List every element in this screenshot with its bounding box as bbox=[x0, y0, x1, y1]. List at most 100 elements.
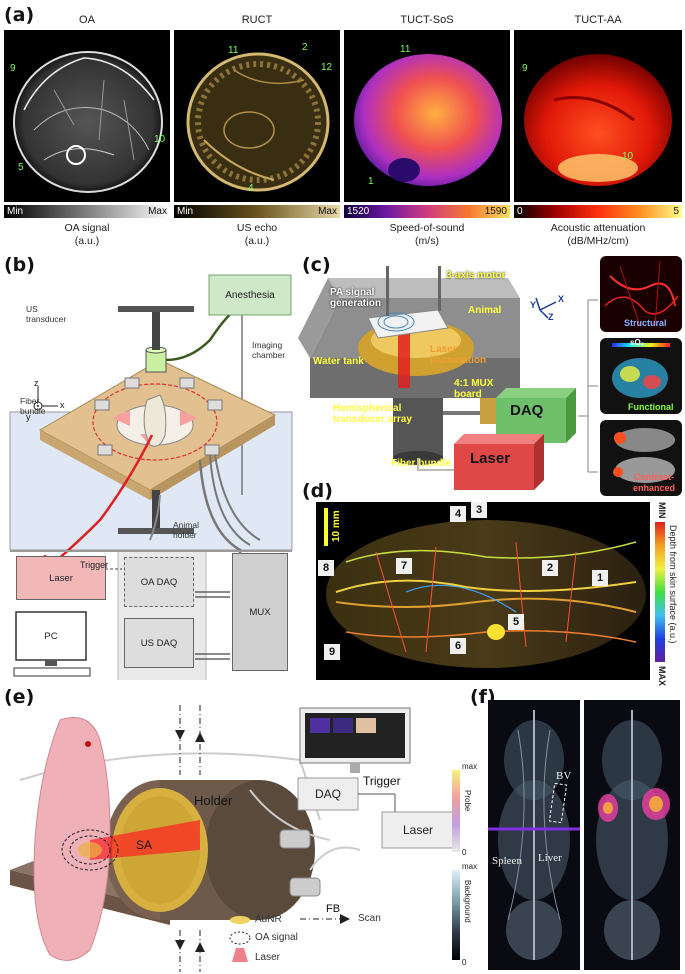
panel-e-label: (e) bbox=[4, 686, 35, 708]
sa-label: SA bbox=[136, 838, 153, 852]
oa-title: OA bbox=[79, 14, 95, 26]
laser-box: Laser bbox=[16, 556, 106, 600]
axis-y-label: y bbox=[26, 412, 31, 422]
f-left-graphic bbox=[488, 710, 580, 960]
panel-c-diagram bbox=[298, 266, 598, 490]
animal-label: Animal bbox=[468, 305, 502, 316]
panel-e-diagram bbox=[10, 705, 455, 972]
us-transducer-label: US transducer bbox=[26, 304, 67, 324]
aa-caption-line1: Acoustic attenuation bbox=[550, 222, 646, 234]
panel-b-diagram bbox=[9, 274, 293, 680]
ruct-brain-graphic bbox=[186, 52, 330, 192]
f-right-graphic bbox=[596, 710, 670, 960]
aa-colorbar: 0 5 bbox=[514, 205, 682, 218]
legend-aunr: AuNR bbox=[255, 914, 282, 925]
probe-max: max bbox=[462, 762, 478, 771]
oa-caption-line2: (a.u.) bbox=[74, 235, 100, 247]
panel-f-right-image bbox=[584, 700, 680, 970]
probe-colorbar bbox=[452, 770, 460, 852]
marker-5: 5 bbox=[508, 614, 524, 630]
aa-number-9: 9 bbox=[522, 63, 528, 74]
fiber-bundle-label-c: Fiber bundle bbox=[391, 458, 451, 469]
spleen-label: Spleen bbox=[492, 855, 522, 867]
animal-holder-label: Animal holder bbox=[173, 520, 199, 540]
contrast-label: Contrast-enhanced bbox=[632, 472, 675, 493]
ruct-number-2: 2 bbox=[302, 42, 308, 53]
daq-label: DAQ bbox=[510, 402, 544, 419]
scale-bar bbox=[324, 508, 328, 546]
sos-image: 11 1 bbox=[344, 30, 510, 202]
legend-scan: Scan bbox=[358, 913, 381, 924]
water-tank-label: Water tank bbox=[313, 356, 364, 367]
marker-7: 7 bbox=[396, 558, 412, 574]
ruct-colorbar: Min Max bbox=[174, 205, 340, 218]
ruct-caption-line2: (a.u.) bbox=[244, 235, 270, 247]
trigger-label-e: Trigger bbox=[363, 774, 401, 788]
ruct-title: RUCT bbox=[241, 14, 273, 26]
oa-cbar-max: Max bbox=[148, 206, 167, 217]
anesthesia-box: Anesthesia bbox=[225, 289, 275, 301]
liver-label: Liver bbox=[538, 852, 562, 864]
laser-box-e: Laser bbox=[402, 823, 434, 837]
aa-caption-line2: (dB/MHz/cm) bbox=[567, 235, 629, 247]
panel-f-left-image: BV Spleen Liver bbox=[488, 700, 580, 970]
bv-label: BV bbox=[556, 770, 572, 782]
axis-z-c: Z bbox=[548, 312, 554, 322]
sos-caption: Speed-of-sound(m/s) bbox=[344, 222, 510, 248]
oa-number-5: 5 bbox=[18, 162, 24, 173]
oa-caption: OA signal(a.u.) bbox=[4, 222, 170, 248]
ruct-number-11: 11 bbox=[228, 45, 239, 56]
probe-label: Probe bbox=[463, 790, 472, 812]
marker-1: 1 bbox=[592, 570, 608, 586]
oa-number-10: 10 bbox=[154, 134, 166, 145]
ruct-image: 11 2 12 4 bbox=[174, 30, 340, 202]
pc-box: PC bbox=[44, 630, 58, 642]
sos-cbar-min: 1520 bbox=[347, 206, 370, 217]
vasculature-graphic bbox=[326, 520, 646, 668]
oa-number-9: 9 bbox=[10, 63, 16, 74]
transducer-array-label: Hemispherical transducer array bbox=[333, 403, 412, 425]
sos-number-11: 11 bbox=[400, 44, 411, 55]
sos-caption-line1: Speed-of-sound bbox=[389, 222, 465, 234]
functional-thumb: sO₂ Functional bbox=[600, 338, 682, 414]
us-daq-box: US DAQ bbox=[124, 618, 194, 668]
background-colorbar bbox=[452, 870, 460, 960]
holder-label: Holder bbox=[194, 793, 233, 808]
sos-cbar-max: 1590 bbox=[484, 206, 507, 217]
depth-colorbar bbox=[655, 522, 665, 662]
axis-x-label: x bbox=[60, 400, 65, 410]
legend-laser: Laser bbox=[255, 952, 281, 963]
sos-number-1: 1 bbox=[368, 176, 374, 187]
axis-y-c: Y bbox=[530, 300, 537, 310]
aa-cbar-min: 0 bbox=[517, 206, 523, 217]
aa-cbar-max: 5 bbox=[673, 206, 679, 217]
sos-brain-graphic bbox=[354, 54, 502, 186]
pa-signal-label: PA signal generation bbox=[330, 287, 382, 309]
imaging-chamber-label: Imaging chamber bbox=[252, 340, 286, 360]
functional-label: Functional bbox=[628, 402, 674, 412]
trigger-label: Trigger bbox=[80, 560, 109, 570]
ruct-cbar-max: Max bbox=[318, 206, 337, 217]
structural-graphic bbox=[604, 260, 679, 327]
sos-colorbar: 1520 1590 bbox=[344, 205, 510, 218]
ruct-number-4: 4 bbox=[248, 183, 254, 194]
functional-graphic bbox=[612, 358, 668, 398]
panel-b-label: (b) bbox=[4, 254, 35, 276]
depth-cbar-max: MAX bbox=[657, 666, 667, 686]
structural-thumb: Structural bbox=[600, 256, 682, 332]
ruct-number-12: 12 bbox=[321, 62, 333, 73]
marker-3: 3 bbox=[471, 502, 487, 518]
aa-caption: Acoustic attenuation(dB/MHz/cm) bbox=[514, 222, 682, 248]
laser-illumination-label: Laser illumination bbox=[430, 344, 487, 366]
so2-scale bbox=[612, 343, 670, 347]
aa-image: 9 10 bbox=[514, 30, 682, 202]
fiber-bundle-label: Fiber bundle bbox=[20, 396, 46, 416]
structural-label: Structural bbox=[624, 318, 667, 328]
ruct-caption-line1: US echo bbox=[236, 222, 278, 234]
probe-min: 0 bbox=[462, 848, 467, 857]
marker-4: 4 bbox=[450, 506, 466, 522]
marker-2: 2 bbox=[542, 560, 558, 576]
axis-z-label: z bbox=[34, 378, 39, 388]
oa-colorbar: Min Max bbox=[4, 205, 170, 218]
bg-label: Background bbox=[463, 880, 472, 923]
